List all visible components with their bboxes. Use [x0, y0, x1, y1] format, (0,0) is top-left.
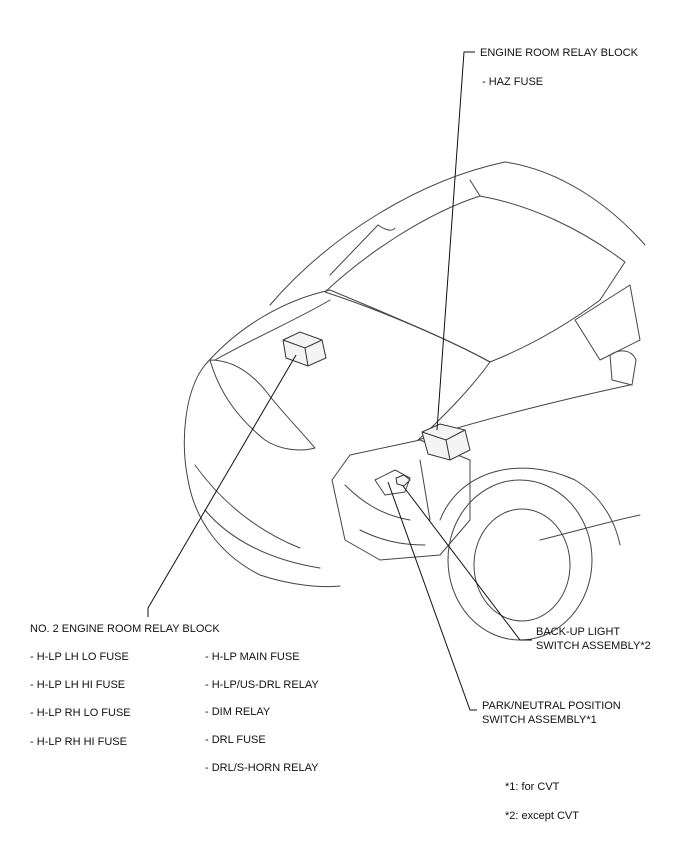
park-neutral-label-line1: PARK/NEUTRAL POSITION: [482, 700, 621, 712]
backup-switch-label-line2: SWITCH ASSEMBLY*2: [536, 640, 651, 652]
engine-detail: [344, 459, 431, 546]
no2-right-item-0: - H-LP MAIN FUSE: [205, 651, 300, 663]
engine-room-relay-block-top: [421, 429, 466, 461]
leader-no2-relay: [147, 354, 297, 617]
no2-right-item-1: - H-LP/US-DRL RELAY: [205, 679, 319, 691]
hood-inner: [214, 299, 331, 361]
a-pillar: [329, 179, 481, 276]
engine-bay: [331, 439, 471, 561]
park-neutral-label-line2: SWITCH ASSEMBLY*1: [482, 714, 597, 726]
engine-room-relay-item-0: - HAZ FUSE: [482, 76, 544, 88]
no2-left-item-0: - H-LP LH LO FUSE: [30, 651, 129, 663]
roof-outline: [269, 161, 646, 306]
rocker: [539, 514, 641, 541]
footnote-2: *2: except CVT: [505, 810, 579, 822]
lower-grille: [204, 509, 321, 569]
leader-engine-room-relay: [436, 51, 475, 431]
no2-left-item-3: - H-LP RH HI FUSE: [30, 736, 127, 748]
wiper-bump: [377, 224, 396, 231]
no2-relay-block-shape: [282, 331, 327, 367]
leader-park-neutral: [387, 481, 477, 711]
no2-right-item-3: - DRL FUSE: [205, 734, 266, 746]
windshield: [324, 195, 626, 363]
footnote-1: *1: for CVT: [505, 781, 560, 793]
leader-backup-switch: [402, 485, 532, 641]
no2-relay-block-title: NO. 2 ENGINE ROOM RELAY BLOCK: [30, 623, 220, 635]
backup-switch-label-line1: BACK-UP LIGHT: [536, 626, 621, 638]
front-face: [183, 364, 341, 588]
engine-room-relay-block-title: ENGINE ROOM RELAY BLOCK: [480, 47, 638, 59]
grille: [194, 464, 301, 549]
no2-relay-block-top: [282, 339, 323, 367]
side-window: [574, 284, 641, 361]
no2-left-item-1: - H-LP LH HI FUSE: [30, 679, 126, 691]
wheel-arch: [439, 467, 621, 546]
no2-right-item-2: - DIM RELAY: [205, 706, 271, 718]
hood: [204, 289, 491, 441]
no2-left-item-2: - H-LP RH LO FUSE: [30, 707, 131, 719]
no2-right-item-4: - DRL/S-HORN RELAY: [205, 762, 319, 774]
headlamp: [209, 359, 316, 451]
transaxle: [374, 469, 411, 496]
front-rim: [473, 508, 571, 622]
side-mirror: [609, 350, 637, 386]
backup-switch-shape: [395, 474, 411, 487]
